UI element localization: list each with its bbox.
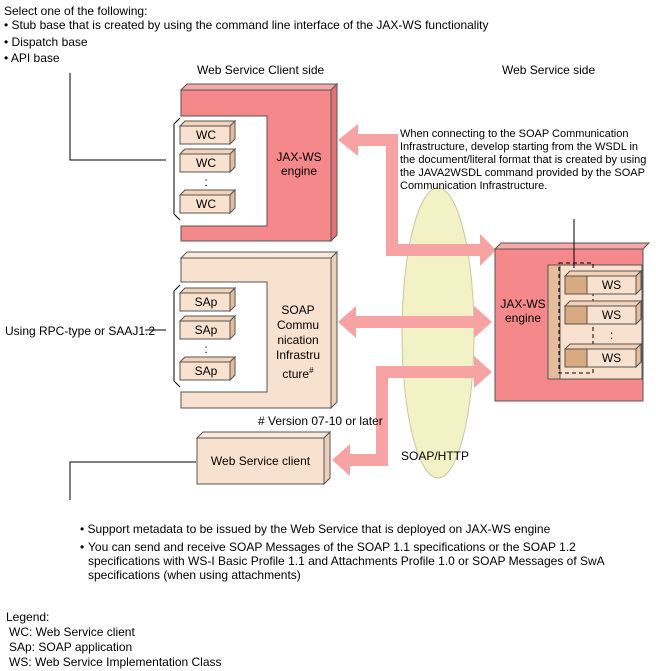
support-note-metadata: • Support metadata to be issued by the W…: [80, 522, 551, 536]
service-side-title: Web Service side: [502, 63, 596, 77]
sap-ellipsis: :: [204, 342, 208, 356]
ws-box-1: [563, 269, 643, 296]
legend-item-wc: WC: Web Service client: [9, 625, 135, 639]
soap-http-label: SOAP/HTTP: [401, 449, 470, 463]
sap-box-3: [178, 355, 237, 382]
wc-bracket: [173, 117, 181, 221]
ws-label-3: WS: [601, 351, 622, 365]
select-option-stub: • Stub base that is created by using the…: [4, 18, 489, 32]
sap-box-2: [178, 314, 237, 341]
soap-infrastructure-label: SOAP Commu nication Infrastru cture#: [275, 303, 320, 381]
client-jaxws-engine: [179, 82, 339, 243]
wc-box-3: [178, 188, 237, 215]
rpc-note: Using RPC-type or SAAJ1.2: [5, 324, 156, 338]
ws-label-1: WS: [601, 278, 622, 292]
client-leader-line: [69, 461, 196, 500]
select-option-api: • API base: [4, 51, 60, 65]
wc-label-1: WC: [196, 128, 216, 142]
sap-bracket: [173, 284, 181, 388]
select-leader-line: [69, 73, 166, 161]
select-option-dispatch: • Dispatch base: [4, 35, 88, 49]
soap-http-ellipse: [401, 187, 475, 479]
legend-item-ws: WS: Web Service Implementation Class: [9, 655, 222, 669]
wc-box-2: [178, 147, 237, 174]
dashed-selection: [558, 262, 594, 374]
client-jaxws-engine-label: JAX-WS engine: [276, 150, 322, 178]
sap-label-2: SAp: [194, 323, 218, 337]
wc-label-2: WC: [196, 156, 216, 170]
legend-item-sap: SAp: SOAP application: [9, 640, 133, 654]
client-side-title: Web Service Client side: [197, 63, 325, 77]
footnote-mark: #: [309, 366, 314, 375]
wc-ellipsis: :: [204, 175, 208, 189]
wc-box-1: [178, 119, 237, 146]
sap-label-3: SAp: [194, 364, 218, 378]
wc-label-3: WC: [196, 197, 216, 211]
arrow-soap-infra-to-service: [338, 306, 492, 338]
arrow-jaxws-to-service: [338, 124, 496, 266]
select-intro: Select one of the following:: [4, 4, 148, 18]
ws-box-3: [563, 342, 643, 369]
soap-infrastructure: [179, 250, 339, 410]
sap-label-1: SAp: [194, 295, 218, 309]
web-service-client-box: [195, 430, 332, 486]
support-note-soap-messages: •You can send and receive SOAP Messages …: [80, 540, 605, 582]
arrow-client-to-service: [332, 356, 492, 476]
wsdl-note: When connecting to the SOAP Communicatio…: [400, 128, 647, 192]
web-service-client-label: Web Service client: [210, 454, 311, 468]
ws-box-2: [563, 299, 643, 326]
sap-box-1: [178, 286, 237, 313]
service-jaxws-engine-label: JAX-WS engine: [500, 297, 546, 325]
version-note: # Version 07-10 or later: [258, 414, 383, 428]
legend-title: Legend:: [6, 610, 50, 624]
ws-ellipsis: :: [609, 328, 614, 342]
ws-label-2: WS: [601, 308, 622, 322]
